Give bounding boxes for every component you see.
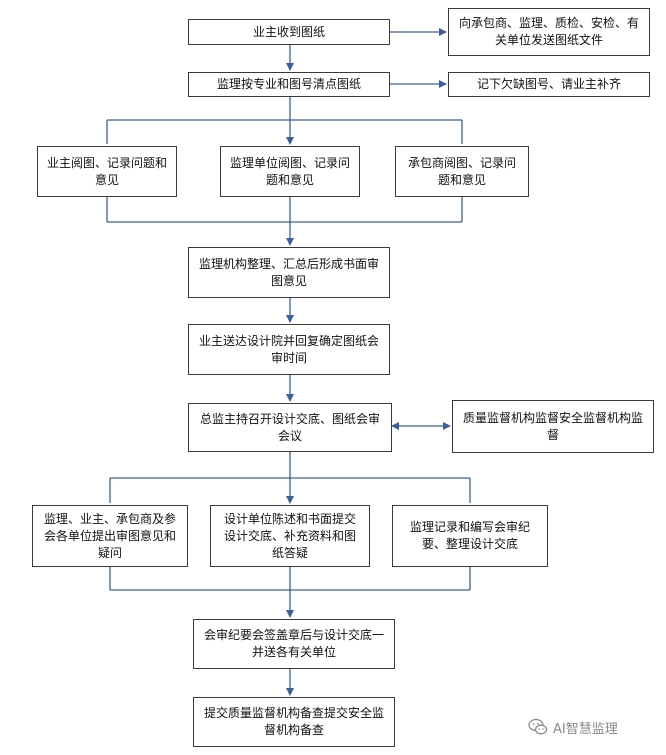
node-distribute: 向承包商、监理、质检、安检、有关单位发送图纸文件 [448, 8, 650, 56]
node-submit-record: 提交质量监督机构备查提交安全监督机构备查 [193, 697, 395, 747]
node-owner-review: 业主阅图、记录问题和意见 [37, 146, 177, 197]
node-design-present: 设计单位陈述和书面提交设计交底、补充资料和图纸答疑 [210, 505, 370, 567]
node-contractor-review: 承包商阅图、记录问题和意见 [395, 146, 529, 197]
node-compile-opinion: 监理机构整理、汇总后形成书面审图意见 [188, 247, 390, 298]
node-record-minutes: 监理记录和编写会审纪要、整理设计交底 [392, 505, 548, 567]
node-record-missing: 记下欠缺图号、请业主补齐 [448, 72, 650, 97]
watermark: AI智慧监理 [528, 715, 618, 739]
watermark-text: AI智慧监理 [553, 721, 618, 737]
node-send-design: 业主送达设计院并回复确定图纸会审时间 [188, 324, 390, 375]
node-quality-supervision: 质量监督机构监督安全监督机构监督 [452, 400, 654, 453]
node-hold-meeting: 总监主持召开设计交底、图纸会审会议 [188, 403, 392, 452]
node-sign-send: 会审纪要会签盖章后与设计交底一并送各有关单位 [193, 619, 395, 669]
node-owner-receive: 业主收到图纸 [188, 19, 390, 45]
node-parties-raise: 监理、业主、承包商及参会各单位提出审图意见和疑问 [32, 505, 188, 567]
node-supervisor-review: 监理单位阅图、记录问题和意见 [220, 146, 360, 197]
node-supervisor-check: 监理按专业和图号清点图纸 [188, 72, 390, 97]
wechat-icon [528, 718, 548, 735]
